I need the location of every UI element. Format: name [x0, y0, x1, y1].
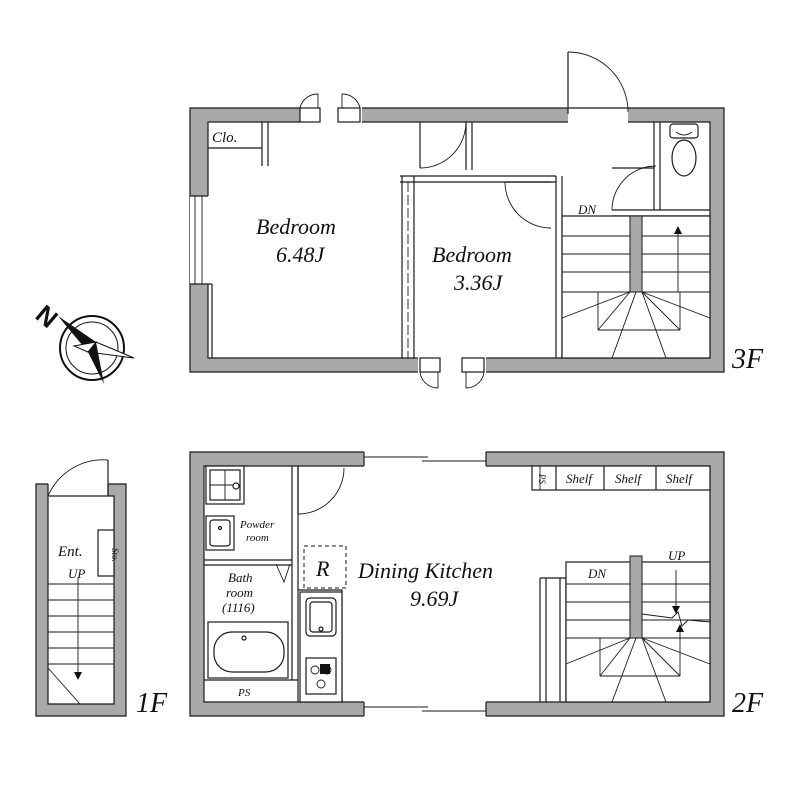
shelf-row: PS Shelf Shelf Shelf	[531, 465, 711, 491]
kitchen-sink-icon	[305, 597, 337, 637]
stove-icon	[305, 657, 337, 695]
fridge-label: R	[315, 556, 330, 581]
powder-room-label-2: room	[246, 532, 269, 544]
stair-1f-up-label: UP	[68, 566, 85, 581]
floor-2f: R PS Shelf Shelf Shelf	[189, 451, 764, 719]
bedroom-a-name: Bedroom	[256, 214, 336, 239]
door-3f-bedroom-a	[419, 121, 467, 169]
door-powder-room	[297, 466, 345, 515]
door-entrance	[47, 459, 109, 497]
stair-3f: DN	[561, 202, 711, 359]
window-2f-bottom	[363, 701, 487, 717]
bedroom-a-size: 6.48J	[276, 242, 326, 267]
shelf-label-3: Shelf	[666, 471, 694, 486]
window-3f-top-left	[299, 93, 361, 123]
stair-1f	[47, 578, 114, 705]
entrance-label: Ent.	[57, 544, 83, 560]
floor-1f-label: 1F	[136, 688, 168, 719]
refrigerator-space: R	[303, 545, 347, 589]
washer-pan-icon	[205, 465, 245, 505]
shelf-small-label: PS	[537, 473, 547, 484]
floor-1f: Sto. Ent. UP 1F	[35, 459, 168, 719]
partition-3f	[400, 122, 563, 358]
shelf-label-1: Shelf	[566, 471, 594, 486]
storage-1f: Sto.	[97, 529, 120, 577]
dining-kitchen-size: 9.69J	[410, 586, 460, 611]
bath-room-label-2: room	[226, 585, 253, 600]
floor-3f-label: 3F	[731, 344, 764, 375]
door-3f-bedroom-b	[504, 181, 552, 229]
shelf-label-2: Shelf	[615, 471, 643, 486]
bedroom-b-size: 3.36J	[453, 270, 504, 295]
closet-3f: Clo.	[208, 122, 269, 166]
window-2f-top	[363, 451, 487, 467]
compass-rose-icon: N	[30, 299, 135, 384]
floor-3f: Clo.	[189, 51, 764, 389]
bathtub-icon	[207, 621, 289, 679]
kitchen-counter	[299, 591, 343, 703]
storage-label: Sto.	[110, 548, 120, 562]
powder-room-label-1: Powder	[239, 519, 275, 531]
ps-label: PS	[237, 687, 251, 699]
wash-basin-icon	[205, 515, 235, 551]
toilet-room-3f	[611, 122, 710, 217]
stair-2f: UP DN	[565, 548, 711, 703]
closet-label: Clo.	[212, 130, 237, 146]
dining-kitchen-name: Dining Kitchen	[357, 558, 493, 583]
bath-room-label-3: (1116)	[222, 600, 255, 615]
bedroom-b-name: Bedroom	[432, 242, 512, 267]
toilet-icon	[669, 123, 699, 177]
stair-3f-dn-label: DN	[577, 202, 597, 217]
compass-north-label: N	[30, 299, 64, 334]
window-3f-bottom	[419, 357, 485, 389]
bath-room-label-1: Bath	[228, 570, 253, 585]
stair-2f-up-label: UP	[668, 548, 685, 563]
door-3f-balcony	[567, 51, 629, 114]
floor-2f-label: 2F	[732, 688, 764, 719]
stair-2f-dn-label: DN	[587, 566, 607, 581]
